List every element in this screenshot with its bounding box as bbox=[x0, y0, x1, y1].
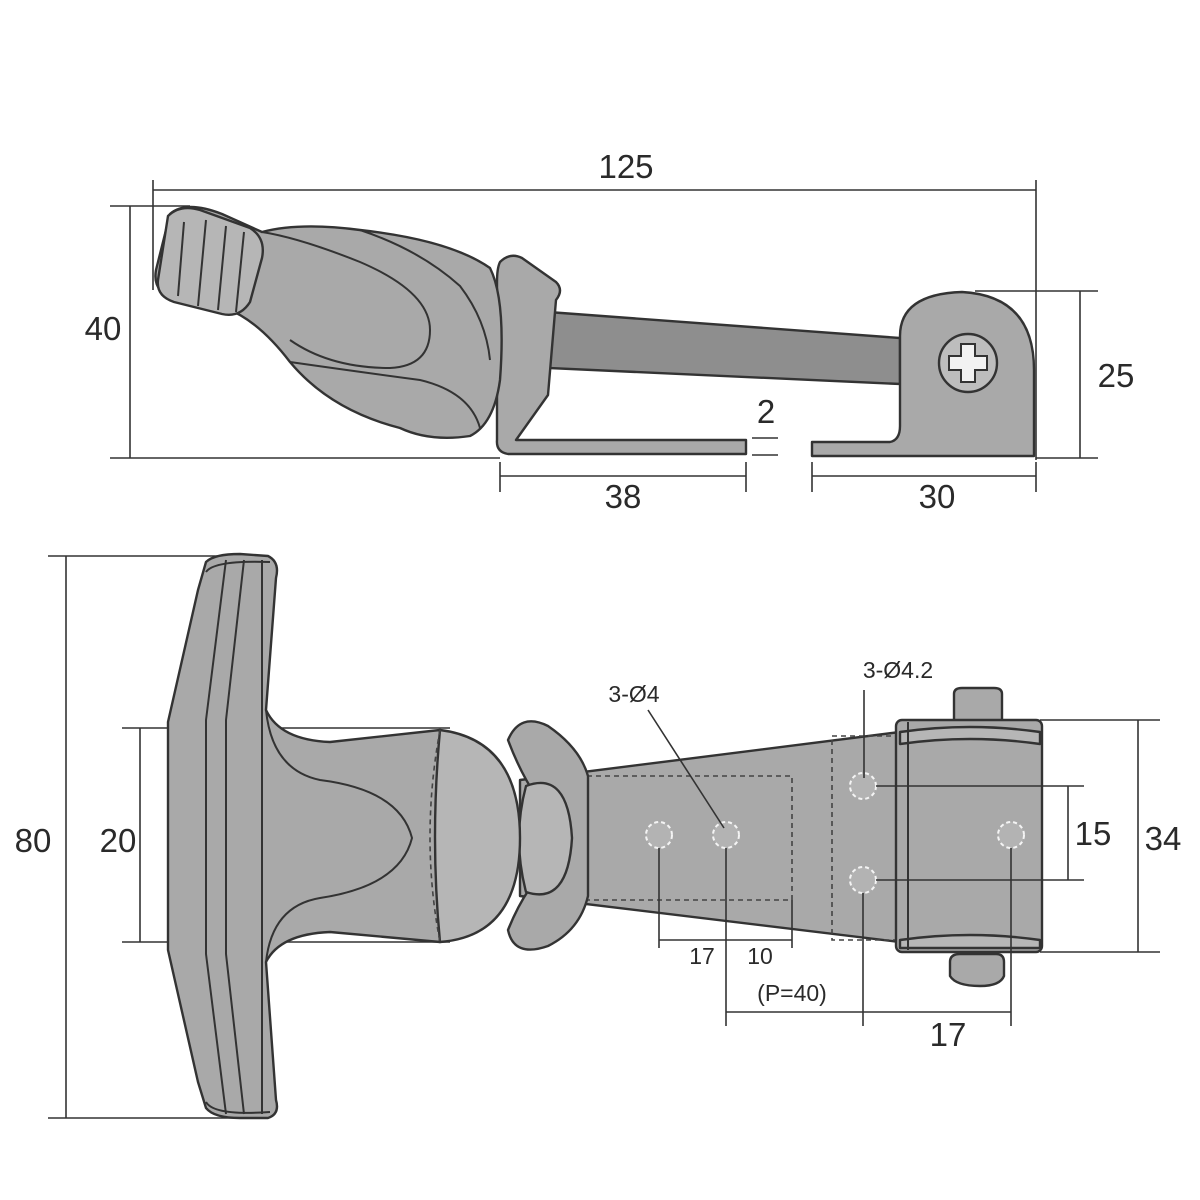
dimension-15: 15 bbox=[876, 785, 1112, 881]
leader-small-holes bbox=[647, 709, 725, 829]
hole-small-1 bbox=[645, 821, 673, 849]
handle-bar-edge-1 bbox=[205, 559, 227, 1115]
hole-large-3 bbox=[997, 821, 1025, 849]
dimension-pitch: (P=40) 17 bbox=[726, 848, 1012, 1053]
handle-knob bbox=[433, 728, 522, 944]
dimension-38: 38 bbox=[499, 462, 747, 515]
handle-contour-upper bbox=[359, 229, 491, 361]
hook-plate bbox=[495, 254, 748, 456]
dim-label-2: 2 bbox=[757, 393, 775, 430]
dim-label-15: 15 bbox=[1075, 815, 1112, 852]
hinge-bracket bbox=[810, 290, 1036, 458]
dimension-34: 34 bbox=[1040, 719, 1182, 953]
hole-large-2 bbox=[849, 866, 877, 894]
dim-label-10: 10 bbox=[747, 943, 773, 969]
dim-label-20: 20 bbox=[100, 822, 137, 859]
dimension-2: 2 bbox=[752, 393, 778, 456]
dimension-25: 25 bbox=[975, 290, 1135, 459]
dim-label-80: 80 bbox=[15, 822, 52, 859]
plan-view: 80 20 bbox=[15, 552, 1182, 1120]
handle-contour-lower bbox=[289, 361, 481, 429]
dim-label-40: 40 bbox=[85, 310, 122, 347]
handle-outline-inner bbox=[265, 709, 414, 963]
dimension-17-10: 17 10 bbox=[658, 848, 793, 1026]
bracket-hidden-outline bbox=[831, 735, 900, 941]
dim-label-34: 34 bbox=[1145, 820, 1182, 857]
dimension-30: 30 bbox=[811, 462, 1037, 515]
hole-small-2 bbox=[712, 821, 740, 849]
hinge-bracket-plan bbox=[894, 686, 1044, 988]
dim-label-125: 125 bbox=[598, 148, 653, 185]
hole-large-1 bbox=[849, 772, 877, 800]
dim-label-30: 30 bbox=[919, 478, 956, 515]
dim-label-25: 25 bbox=[1098, 357, 1135, 394]
dimension-125: 125 bbox=[152, 148, 1037, 460]
label-holes-large: 3-Ø4.2 bbox=[863, 657, 933, 683]
dimension-40: 40 bbox=[85, 205, 500, 459]
dimension-80: 80 bbox=[15, 555, 260, 1119]
screw-icon bbox=[937, 332, 999, 394]
handle-cap-top bbox=[205, 560, 271, 573]
dim-label-38: 38 bbox=[605, 478, 642, 515]
wing-nut-hub bbox=[517, 781, 574, 896]
latch-rod bbox=[546, 310, 902, 386]
handle-bar-edge-2 bbox=[225, 559, 245, 1115]
handle-contour bbox=[261, 231, 432, 370]
label-holes-small: 3-Ø4 bbox=[608, 681, 659, 707]
dim-label-pitch: (P=40) bbox=[757, 980, 827, 1006]
handle-cap-bottom bbox=[205, 1101, 271, 1114]
side-view: 125 40 25 bbox=[85, 148, 1135, 515]
handle-end-cap bbox=[156, 206, 264, 316]
dim-label-17-c: 17 bbox=[930, 1016, 967, 1053]
dim-label-17-a: 17 bbox=[689, 943, 715, 969]
